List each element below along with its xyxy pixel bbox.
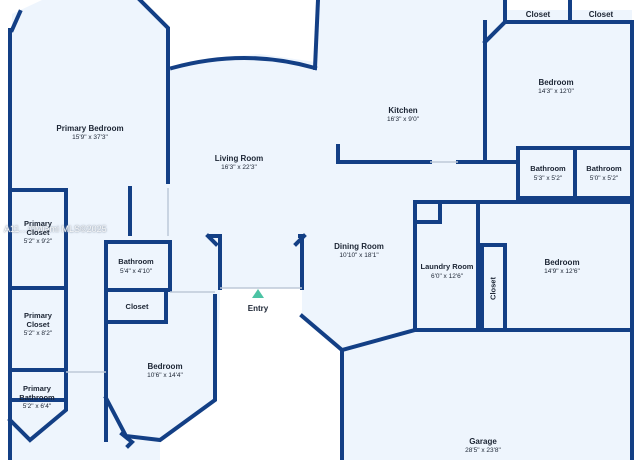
room-closet-top-1: Closet	[525, 10, 551, 19]
room-bedroom-e: Bedroom 14'9" x 12'6"	[544, 258, 580, 276]
room-living-room: Living Room 16'3" x 22'3"	[214, 154, 264, 172]
room-bedroom-sw: Bedroom 10'6" x 14'4"	[147, 362, 183, 380]
room-closet-c: Closet	[125, 302, 149, 311]
room-dining: Dining Room 10'10" x 18'1"	[334, 242, 384, 260]
door-gaps	[66, 161, 458, 373]
room-bedroom-ne: Bedroom 14'3" x 12'0"	[538, 78, 574, 96]
room-primary-bathroom: Primary Bathroom 5'2" x 6'4"	[19, 384, 55, 411]
entry-arrow-icon	[252, 289, 264, 298]
room-entry: Entry	[247, 304, 269, 313]
room-bathroom-e2: Bathroom 5'0" x 5'2"	[586, 164, 622, 182]
room-primary-bedroom: Primary Bedroom 15'9" x 37'3"	[56, 124, 124, 142]
room-primary-closet-2: Primary Closet 5'2" x 8'2"	[23, 311, 53, 338]
walls	[7, 0, 634, 460]
room-laundry: Laundry Room 6'0" x 12'6"	[420, 262, 474, 280]
watermark: A11…©Miami MLS©2025	[4, 224, 107, 234]
room-closet-laundry: Closet	[488, 277, 498, 300]
floor-fill	[10, 0, 632, 460]
room-primary-closet-1: Primary Closet 5'2" x 9'2"	[23, 219, 53, 246]
room-garage: Garage 28'5" x 23'8"	[465, 437, 501, 455]
room-closet-top-2: Closet	[588, 10, 614, 19]
room-bathroom-c: Bathroom 5'4" x 4'10"	[118, 257, 154, 275]
room-kitchen: Kitchen 16'3" x 9'0"	[386, 106, 420, 124]
room-bathroom-e1: Bathroom 5'3" x 5'2"	[530, 164, 566, 182]
